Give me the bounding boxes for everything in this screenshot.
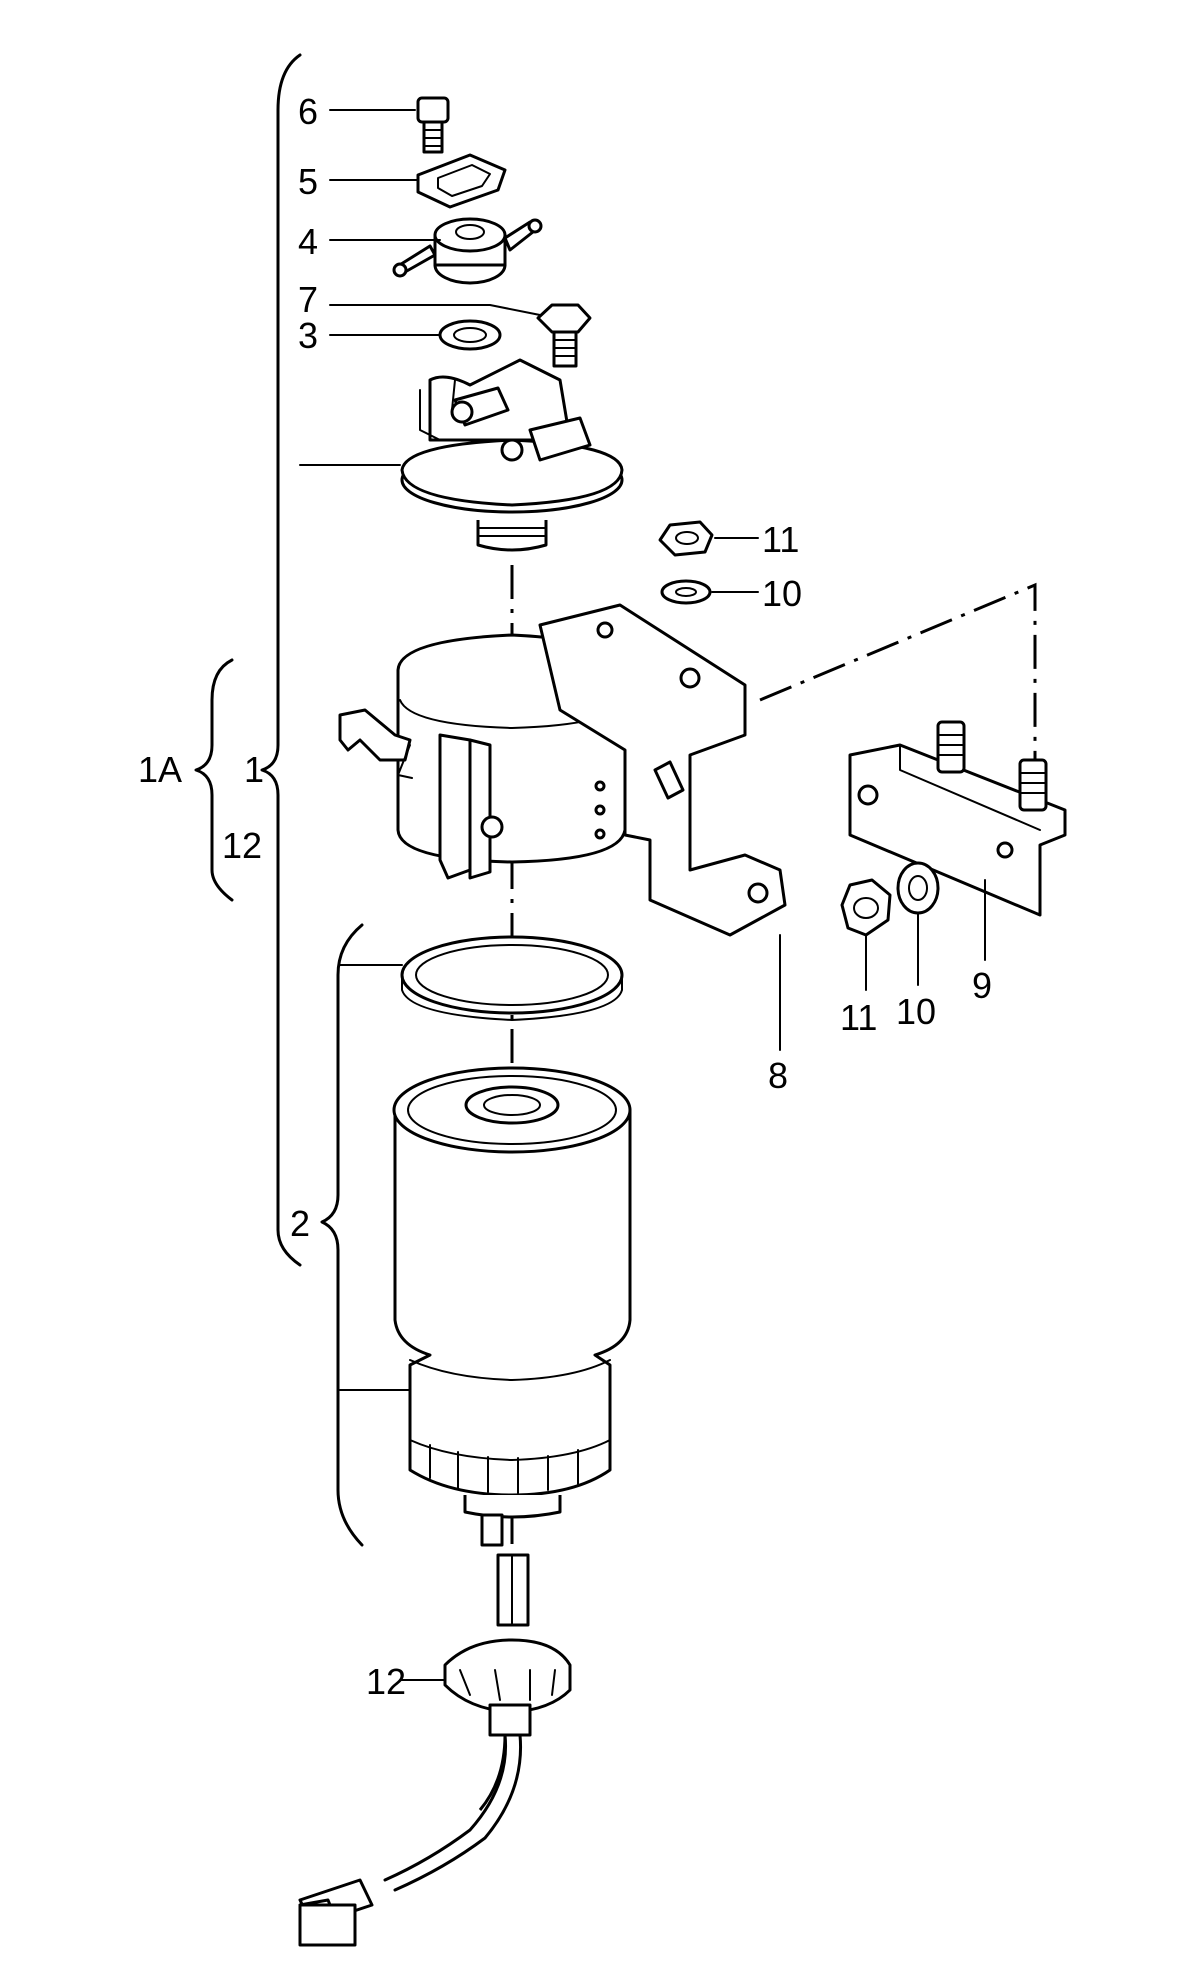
- label-11-top: 11: [762, 519, 799, 560]
- seal-ring: [400, 935, 624, 1021]
- mounting-axis: [759, 582, 1037, 760]
- assembly-bracket-1A: [194, 658, 234, 902]
- water-sensor-12: [298, 1553, 572, 1947]
- label-7: 7: [298, 279, 318, 320]
- nut-11-top: [658, 520, 714, 557]
- filter-head: [400, 358, 624, 552]
- label-2: 2: [290, 1203, 310, 1244]
- assembly-bracket-1: [260, 53, 302, 1267]
- leader-lines: [299, 109, 986, 1681]
- label-10-right: 10: [896, 991, 936, 1032]
- label-9: 9: [972, 965, 992, 1006]
- label-6: 6: [298, 91, 318, 132]
- label-11-right: 11: [840, 997, 877, 1038]
- gasket-5: [416, 153, 507, 209]
- label-4: 4: [298, 221, 318, 262]
- label-5: 5: [298, 161, 318, 202]
- bolt-6: [416, 96, 450, 154]
- nut-11-right: [840, 878, 892, 937]
- bracket-8: [538, 603, 787, 937]
- filter-cartridge-2: [392, 1066, 632, 1547]
- label-12-bottom: 12: [366, 1661, 406, 1702]
- label-10-top: 10: [762, 573, 802, 614]
- label-1: 1: [244, 749, 264, 790]
- valve-4: [392, 217, 543, 285]
- label-12-top: 12: [222, 825, 262, 866]
- washer-10-right: [896, 861, 940, 915]
- bolt-7: [536, 303, 592, 368]
- label-3: 3: [298, 315, 318, 356]
- label-1A: 1A: [138, 749, 182, 790]
- seal-ring-3: [438, 319, 502, 351]
- mounting-plate-9: [848, 720, 1067, 917]
- assembly-bracket-2: [320, 923, 364, 1547]
- washer-10-top: [660, 579, 712, 605]
- label-8: 8: [768, 1055, 788, 1096]
